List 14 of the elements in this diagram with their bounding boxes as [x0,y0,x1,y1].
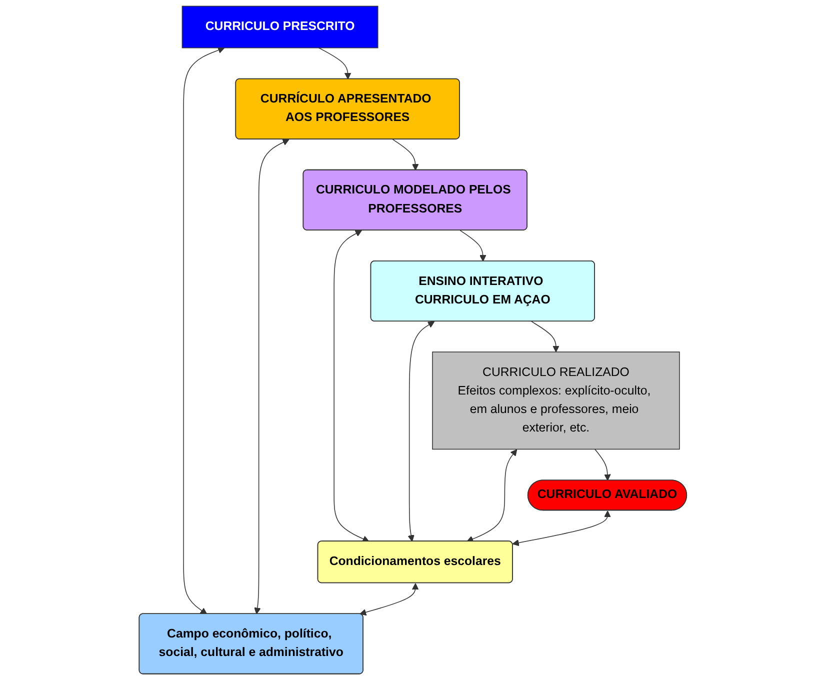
arrow [392,138,418,170]
arrow [333,230,369,542]
node-box: CURRICULO REALIZADO Efeitos complexos: explícito-oculto, em alunos e professores, meio exterior, etc. [432,352,680,450]
arrow [466,449,517,542]
arrow [359,583,418,616]
arrow [594,448,610,481]
node-box: CURRICULO PRESCRITO [181,6,378,48]
arrow [530,321,559,352]
arrow [459,230,486,262]
arrow [182,46,224,614]
arrow [318,47,351,80]
arrow [407,321,434,542]
arrow [512,510,610,546]
arrow [254,139,289,614]
